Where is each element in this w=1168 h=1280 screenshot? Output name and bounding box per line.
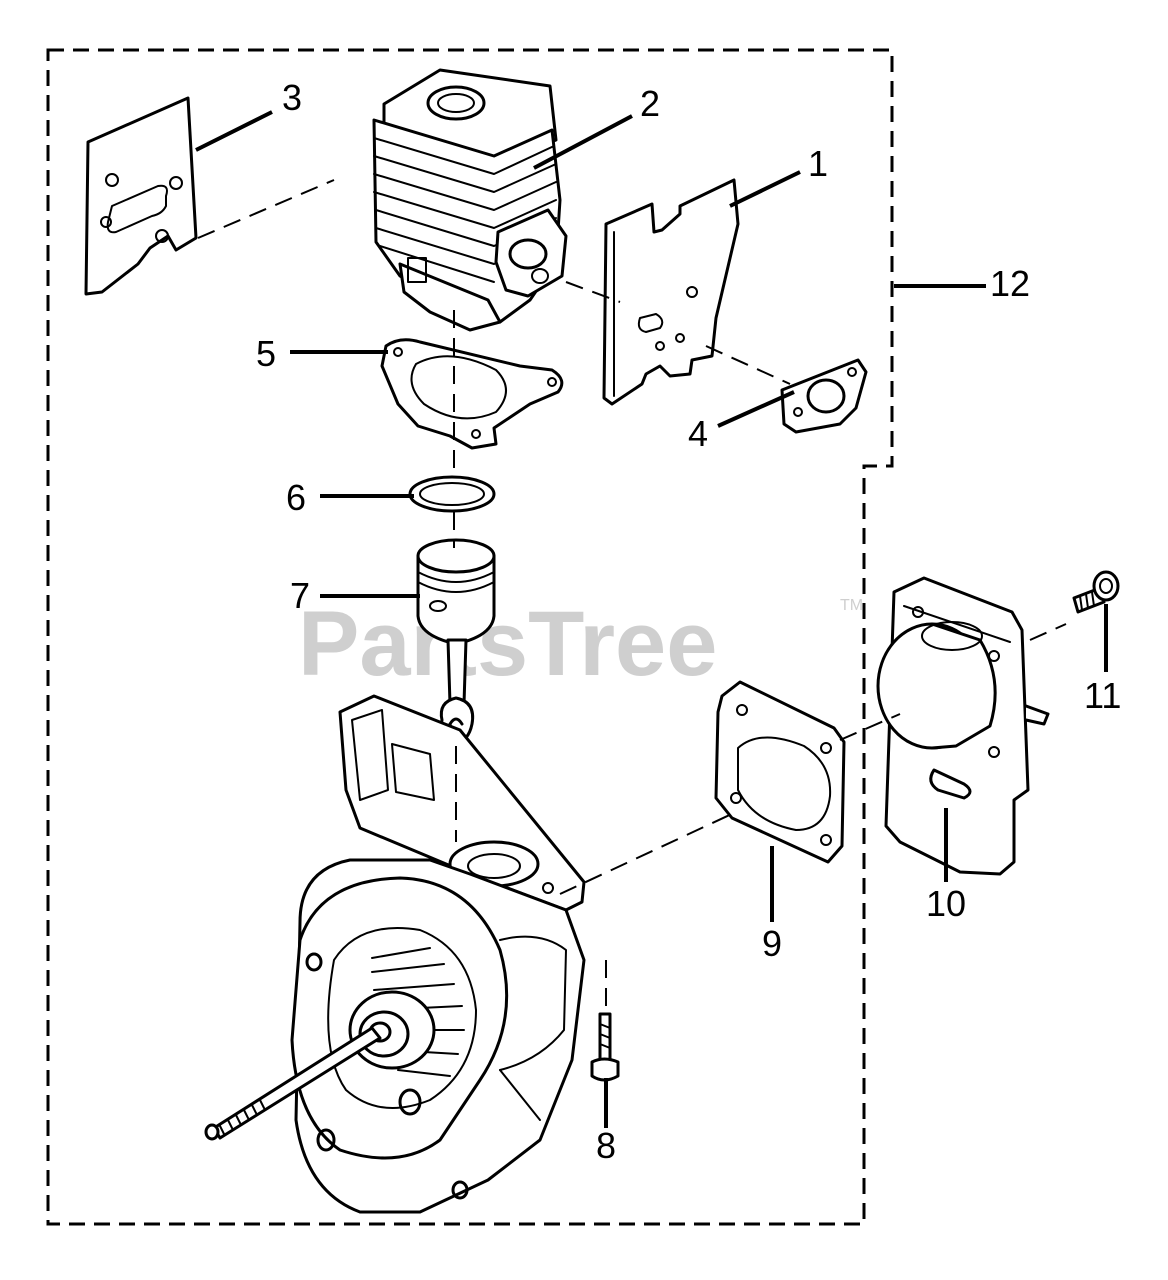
callout-labels: 3 2 1 12 5 4 6 7 11 10 9 8 [256, 77, 1121, 1166]
part-3-gasket[interactable] [84, 96, 198, 296]
callout-4: 4 [688, 413, 708, 454]
part-9-muffler-gasket[interactable] [714, 680, 846, 864]
callout-8: 8 [596, 1125, 616, 1166]
assembly-lines [197, 179, 1067, 1010]
callout-12: 12 [990, 263, 1030, 304]
watermark: PartsTree TM [298, 593, 863, 695]
part-4-gasket[interactable] [780, 358, 868, 434]
part-6-piston-ring[interactable] [408, 475, 496, 513]
part-2-cylinder[interactable] [372, 68, 568, 332]
callout-9: 9 [762, 923, 782, 964]
callout-11: 11 [1084, 675, 1121, 716]
part-8-screw[interactable] [590, 1012, 620, 1082]
part-5-base-gasket[interactable] [380, 338, 564, 450]
callout-1: 1 [808, 143, 828, 184]
watermark-text: PartsTree [298, 593, 717, 695]
part-1-insulator[interactable] [602, 178, 740, 406]
part-10-muffler[interactable] [876, 576, 1050, 876]
leader-lines [195, 110, 1108, 1128]
watermark-trademark: TM [840, 597, 863, 614]
callout-6: 6 [286, 477, 306, 518]
part-11-bolt[interactable] [1072, 570, 1120, 614]
callout-10: 10 [926, 883, 966, 924]
callout-2: 2 [640, 83, 660, 124]
callout-7: 7 [290, 575, 310, 616]
assembly-boundary [46, 48, 894, 1226]
callout-3: 3 [282, 77, 302, 118]
crankcase [204, 694, 586, 1214]
callout-5: 5 [256, 333, 276, 374]
